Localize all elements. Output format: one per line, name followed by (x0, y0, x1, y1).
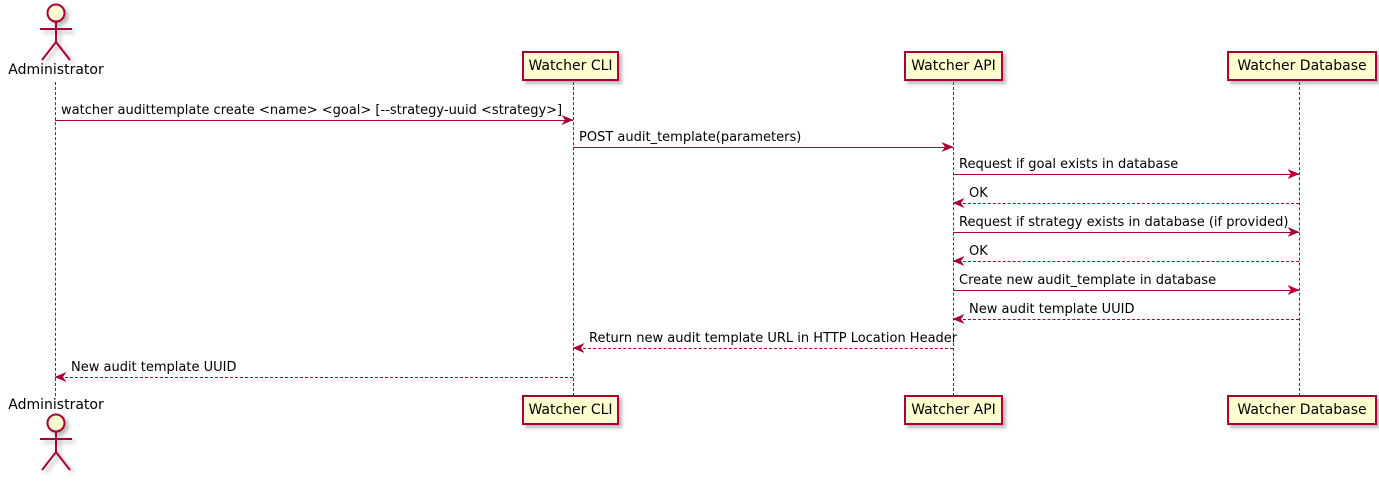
message-request-strategy-exists: Request if strategy exists in database (… (953, 215, 1300, 237)
participant-watcher-api-bottom: Watcher API (904, 395, 1003, 425)
message-label: OK (969, 186, 988, 201)
message-new-uuid-from-db: New audit template UUID (952, 302, 1299, 324)
actor-label: Administrator (8, 397, 104, 413)
arrowhead-icon (952, 197, 965, 208)
arrowhead-icon (572, 342, 585, 353)
participant-label: Watcher Database (1237, 58, 1367, 74)
message-label: New audit template UUID (969, 302, 1135, 317)
message-return-url-location-header: Return new audit template URL in HTTP Lo… (572, 331, 957, 353)
message-label: POST audit_template(parameters) (579, 130, 802, 145)
participant-label: Watcher CLI (528, 402, 613, 418)
message-request-goal-exists: Request if goal exists in database (953, 157, 1300, 179)
participant-label: Watcher API (911, 58, 996, 74)
arrowhead-icon (1287, 284, 1300, 295)
participant-label: Watcher CLI (528, 58, 613, 74)
message-label: watcher audittemplate create <name> <goa… (61, 103, 563, 118)
participant-watcher-cli-top: Watcher CLI (522, 51, 619, 81)
lifeline-watcher-cli (573, 82, 574, 396)
arrowhead-icon (1287, 226, 1300, 237)
arrowhead-icon (941, 141, 954, 152)
actor-icon (40, 413, 72, 471)
message-create-audit-template-db: Create new audit_template in database (953, 273, 1300, 295)
message-label: Request if strategy exists in database (… (959, 215, 1289, 230)
message-new-uuid-to-admin: New audit template UUID (54, 360, 573, 382)
message-label: New audit template UUID (71, 360, 237, 375)
arrowhead-icon (952, 255, 965, 266)
lifeline-watcher-database (1299, 82, 1300, 396)
lifeline-administrator (55, 82, 56, 396)
message-label: Create new audit_template in database (959, 273, 1217, 288)
participant-watcher-api-top: Watcher API (904, 51, 1003, 81)
message-label: OK (969, 244, 988, 259)
arrowhead-icon (952, 313, 965, 324)
participant-label: Watcher Database (1237, 402, 1367, 418)
message-ok-goal: OK (952, 186, 1299, 208)
message-label: Return new audit template URL in HTTP Lo… (589, 331, 958, 346)
actor-label: Administrator (8, 62, 104, 78)
message-post-audit-template: POST audit_template(parameters) (573, 130, 954, 152)
message-ok-strategy: OK (952, 244, 1299, 266)
arrowhead-icon (561, 114, 574, 125)
participant-label: Watcher API (911, 402, 996, 418)
message-label: Request if goal exists in database (959, 157, 1179, 172)
arrowhead-icon (54, 371, 67, 382)
participant-watcher-database-bottom: Watcher Database (1227, 395, 1377, 425)
message-create-audittemplate: watcher audittemplate create <name> <goa… (55, 103, 574, 125)
arrowhead-icon (1287, 168, 1300, 179)
participant-watcher-cli-bottom: Watcher CLI (522, 395, 619, 425)
lifeline-watcher-api (953, 82, 954, 396)
actor-icon (40, 3, 72, 61)
participant-watcher-database-top: Watcher Database (1227, 51, 1377, 81)
